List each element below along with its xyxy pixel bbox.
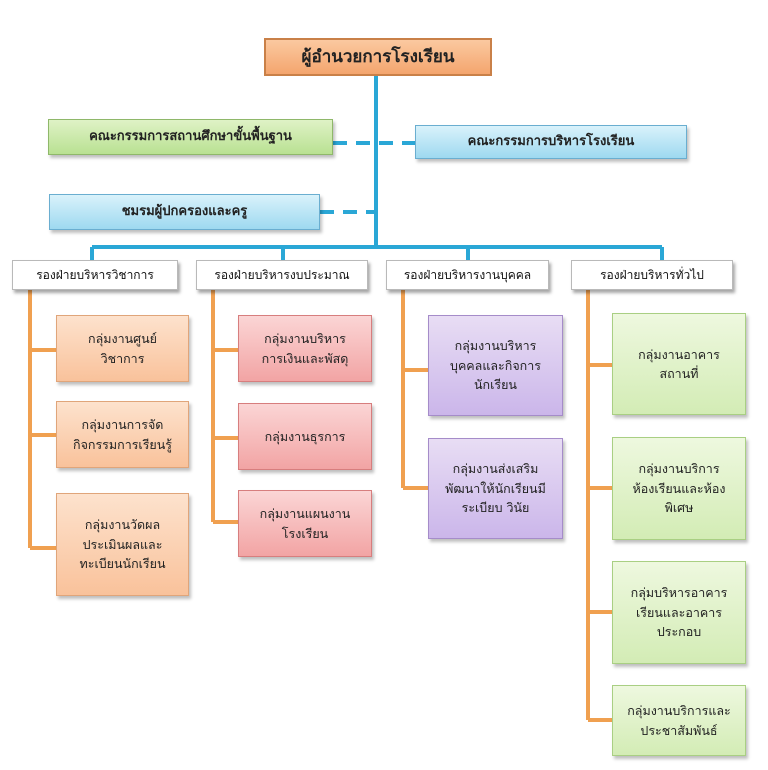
basic-committee-box: คณะกรรมการสถานศึกษาขั้นพื้นฐาน bbox=[48, 119, 333, 155]
director-box: ผู้อำนวยการโรงเรียน bbox=[264, 38, 492, 76]
group-finance-supplies: กลุ่มงานบริหาร การเงินและพัสดุ bbox=[238, 315, 372, 382]
group-classroom-services: กลุ่มงานบริการ ห้องเรียนและห้อง พิเศษ bbox=[612, 437, 746, 540]
dept-header-general: รองฝ่ายบริหารทั่วไป bbox=[571, 260, 733, 290]
dept-header-personnel: รองฝ่ายบริหารงานบุคคล bbox=[386, 260, 549, 290]
group-academic-center: กลุ่มงานศูนย์ วิชาการ bbox=[56, 315, 189, 382]
dept-header-budget: รองฝ่ายบริหารงบประมาณ bbox=[196, 260, 368, 290]
group-service-pr: กลุ่มงานบริการและ ประชาสัมพันธ์ bbox=[612, 685, 746, 756]
group-learning-activities: กลุ่มงานการจัด กิจกรรมการเรียนรู้ bbox=[56, 401, 189, 468]
group-personnel-student-affairs: กลุ่มงานบริหาร บุคคลและกิจการ นักเรียน bbox=[428, 315, 563, 416]
group-assessment-registry: กลุ่มงานวัดผล ประเมินผลและ ทะเบียนนักเรี… bbox=[56, 493, 189, 596]
dept-header-academic: รองฝ่ายบริหารวิชาการ bbox=[12, 260, 178, 290]
group-general-affairs: กลุ่มงานธุรการ bbox=[238, 403, 372, 470]
group-buildings-grounds: กลุ่มงานอาคาร สถานที่ bbox=[612, 313, 746, 415]
parents-club-box: ชมรมผู้ปกครองและครู bbox=[49, 194, 320, 230]
group-student-discipline: กลุ่มงานส่งเสริม พัฒนาให้นักเรียนมี ระเบ… bbox=[428, 438, 563, 539]
admin-committee-box: คณะกรรมการบริหารโรงเรียน bbox=[415, 125, 687, 159]
group-building-management: กลุ่มบริหารอาคาร เรียนและอาคาร ประกอบ bbox=[612, 561, 746, 664]
group-school-planning: กลุ่มงานแผนงาน โรงเรียน bbox=[238, 490, 372, 557]
